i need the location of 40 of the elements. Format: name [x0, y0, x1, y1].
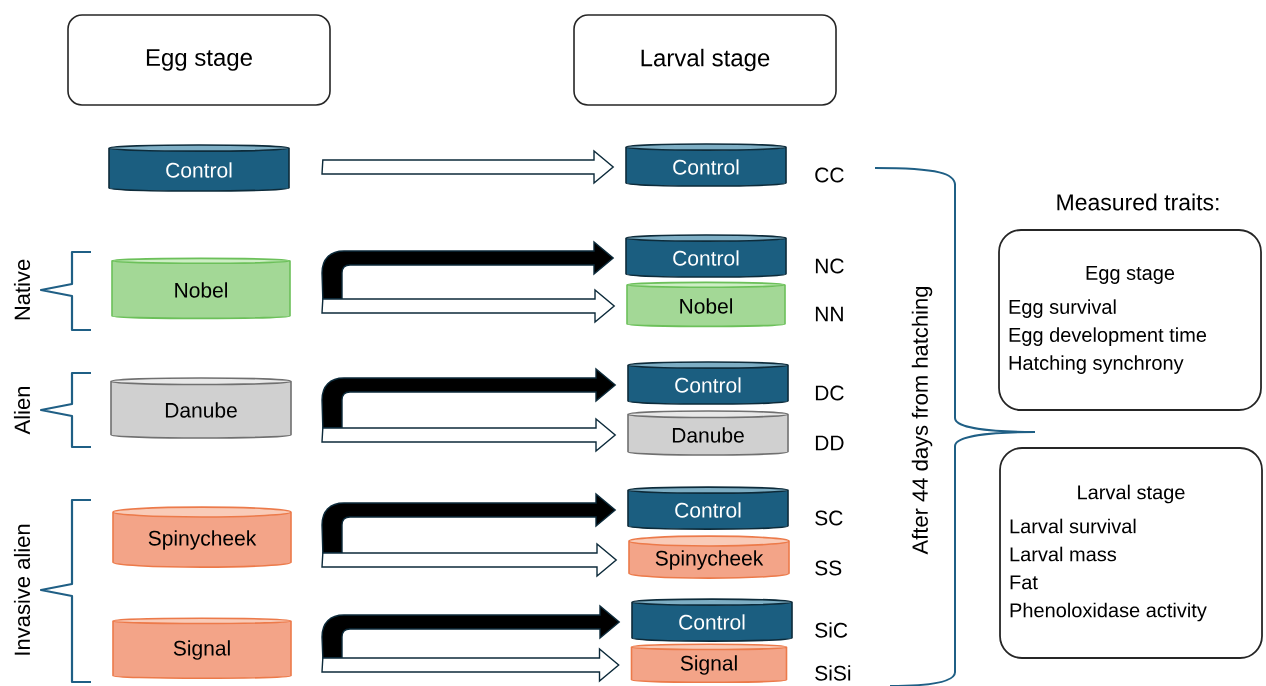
- group-code: NN: [815, 306, 843, 322]
- dish-cylinder: Signal: [630, 643, 788, 684]
- group-label: After 44 days from hatching: [911, 286, 933, 555]
- group-label: Invasive alien: [13, 524, 31, 655]
- stage-box: Larval stage: [573, 14, 837, 106]
- group-code: SS: [815, 560, 842, 576]
- group-code: CC: [815, 167, 844, 183]
- dish-cylinder: Control: [631, 598, 793, 642]
- traits-box: Egg stage Egg survival Egg development time Hatching synchrony: [998, 229, 1262, 411]
- group-code: SC: [815, 510, 843, 526]
- dish-cylinder: Nobel: [111, 257, 291, 320]
- block-arrow: [321, 605, 620, 659]
- dish-cylinder: Nobel: [626, 281, 786, 328]
- group-code: DC: [815, 385, 844, 401]
- traits-box: Larval stage Larval survival Larval mass Fat Phenoloxidase activity: [999, 447, 1263, 659]
- block-arrow: [321, 493, 616, 554]
- block-arrow: [321, 149, 615, 185]
- stage-box: Egg stage: [67, 14, 331, 106]
- block-arrow: [321, 647, 620, 683]
- group-code: SiC: [815, 622, 848, 638]
- group-label: Native: [13, 259, 31, 320]
- dish-cylinder: Signal: [112, 617, 292, 680]
- dish-cylinder: Danube: [110, 377, 292, 439]
- dish-cylinder: Control: [627, 361, 789, 405]
- dish-cylinder: Control: [108, 144, 290, 192]
- block-arrow: [321, 542, 618, 578]
- block-arrow: [321, 368, 616, 429]
- group-code: DD: [815, 435, 844, 451]
- dish-cylinder: Spinycheek: [628, 535, 790, 579]
- block-arrow: [321, 288, 616, 324]
- dish-cylinder: Spinycheek: [112, 506, 292, 568]
- block-arrow: [321, 241, 614, 300]
- group-code: NC: [815, 258, 844, 274]
- dish-cylinder: Control: [625, 143, 787, 187]
- dish-cylinder: Control: [627, 486, 789, 530]
- dish-cylinder: Control: [625, 234, 787, 278]
- block-arrow: [321, 417, 617, 453]
- group-code: SiSi: [815, 665, 851, 681]
- group-label: Alien: [13, 387, 31, 435]
- dish-cylinder: Danube: [627, 410, 789, 456]
